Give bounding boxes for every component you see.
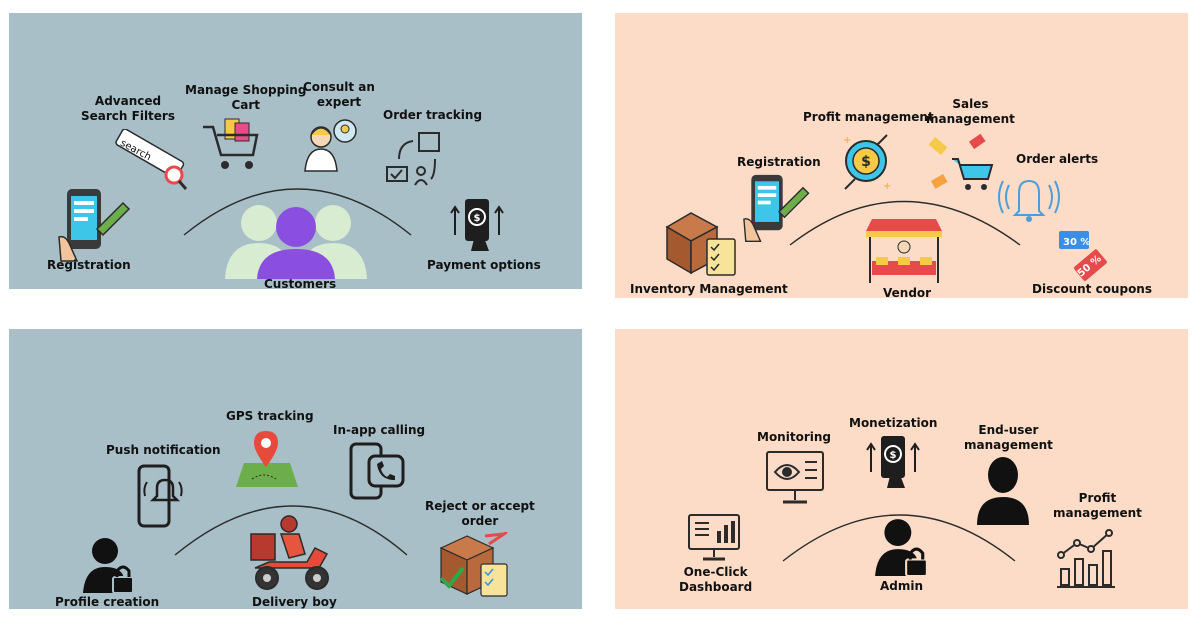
reject-accept-box-icon (439, 532, 508, 597)
monetization-phone-icon: $ (866, 436, 920, 488)
feature-in-app-calling: In-app calling (333, 423, 426, 437)
push-notification-icon (137, 464, 183, 528)
vendor-center-label: Vendor (883, 286, 932, 298)
sales-cart-icon (928, 133, 994, 190)
admin-arc (782, 514, 1016, 562)
svg-text:+: + (883, 181, 891, 192)
feature-vendor-registration: Registration (737, 155, 821, 169)
admin-panel: One-Click Dashboard Monitoring Monetizat… (615, 329, 1188, 609)
end-user-icon (977, 457, 1029, 525)
inventory-box-icon (665, 212, 736, 276)
svg-text:$: $ (861, 154, 871, 170)
feature-sales-management: Sales management (926, 97, 1015, 126)
svg-text:+: + (843, 135, 851, 146)
payment-phone-icon: $ (450, 199, 504, 251)
customers-group-icon (225, 205, 367, 279)
svg-text:$: $ (890, 450, 897, 461)
in-app-call-icon (349, 442, 405, 500)
feature-manage-shopping-cart: Manage Shopping Cart (185, 83, 307, 112)
feature-registration: Registration (47, 258, 131, 272)
feature-payment-options: Payment options (427, 258, 541, 272)
profit-chart-icon (1057, 529, 1115, 588)
search-bar-icon (115, 129, 188, 190)
feature-consult-an-expert: Consult an expert (303, 80, 375, 109)
shopping-cart-icon (203, 118, 259, 169)
profit-coin-icon: $ + + (843, 134, 891, 192)
customer-arc (183, 188, 412, 236)
gps-map-pin-icon (236, 431, 298, 487)
delivery-center-label: Delivery boy (252, 595, 337, 609)
feature-gps-tracking: GPS tracking (226, 409, 314, 423)
bell-alert-icon (998, 179, 1060, 222)
feature-reject-or-accept-order: Reject or accept order (425, 499, 535, 528)
feature-advanced-search-filters: Advanced Search Filters (81, 94, 175, 123)
order-tracking-icon (386, 132, 440, 186)
expert-person-icon (304, 119, 357, 172)
feature-monitoring: Monitoring (757, 430, 831, 444)
phone-registration-icon (58, 189, 131, 262)
feature-admin-profit-management: Profit management (1053, 491, 1142, 520)
delivery-scooter-icon (250, 515, 329, 590)
feature-inventory-management: Inventory Management (630, 282, 788, 296)
feature-profile-creation: Profile creation (55, 595, 160, 609)
profile-lock-icon (83, 538, 134, 593)
dashboard-monitor-icon (688, 514, 740, 561)
monitoring-eye-icon (766, 451, 824, 504)
delivery-arc (174, 505, 408, 556)
discount-tag-icon (1059, 231, 1107, 281)
feature-profit-management: Profit management (803, 110, 934, 124)
svg-text:$: $ (474, 213, 481, 224)
vendor-arc (789, 200, 1021, 246)
feature-discount-coupons: Discount coupons (1032, 282, 1152, 296)
phone-registration-icon (743, 174, 810, 242)
feature-push-notification: Push notification (106, 443, 221, 457)
customer-panel: Registration Advanced Search Filters sea… (9, 13, 582, 289)
vendor-panel: Inventory Management Registration Profit… (615, 13, 1188, 298)
vendor-stall-icon (866, 219, 942, 283)
discount-badge-30: 30 % (1063, 237, 1091, 248)
admin-lock-icon (875, 519, 928, 578)
feature-order-alerts: Order alerts (1016, 152, 1099, 166)
delivery-panel: Profile creation Push notification GPS t… (9, 329, 582, 609)
feature-one-click-dashboard: One-Click Dashboard (679, 565, 753, 594)
admin-center-label: Admin (880, 579, 924, 593)
feature-monetization: Monetization (849, 416, 938, 430)
feature-order-tracking: Order tracking (383, 108, 483, 122)
feature-end-user-management: End-user management (964, 423, 1053, 452)
customers-center-label: Customers (264, 277, 337, 289)
